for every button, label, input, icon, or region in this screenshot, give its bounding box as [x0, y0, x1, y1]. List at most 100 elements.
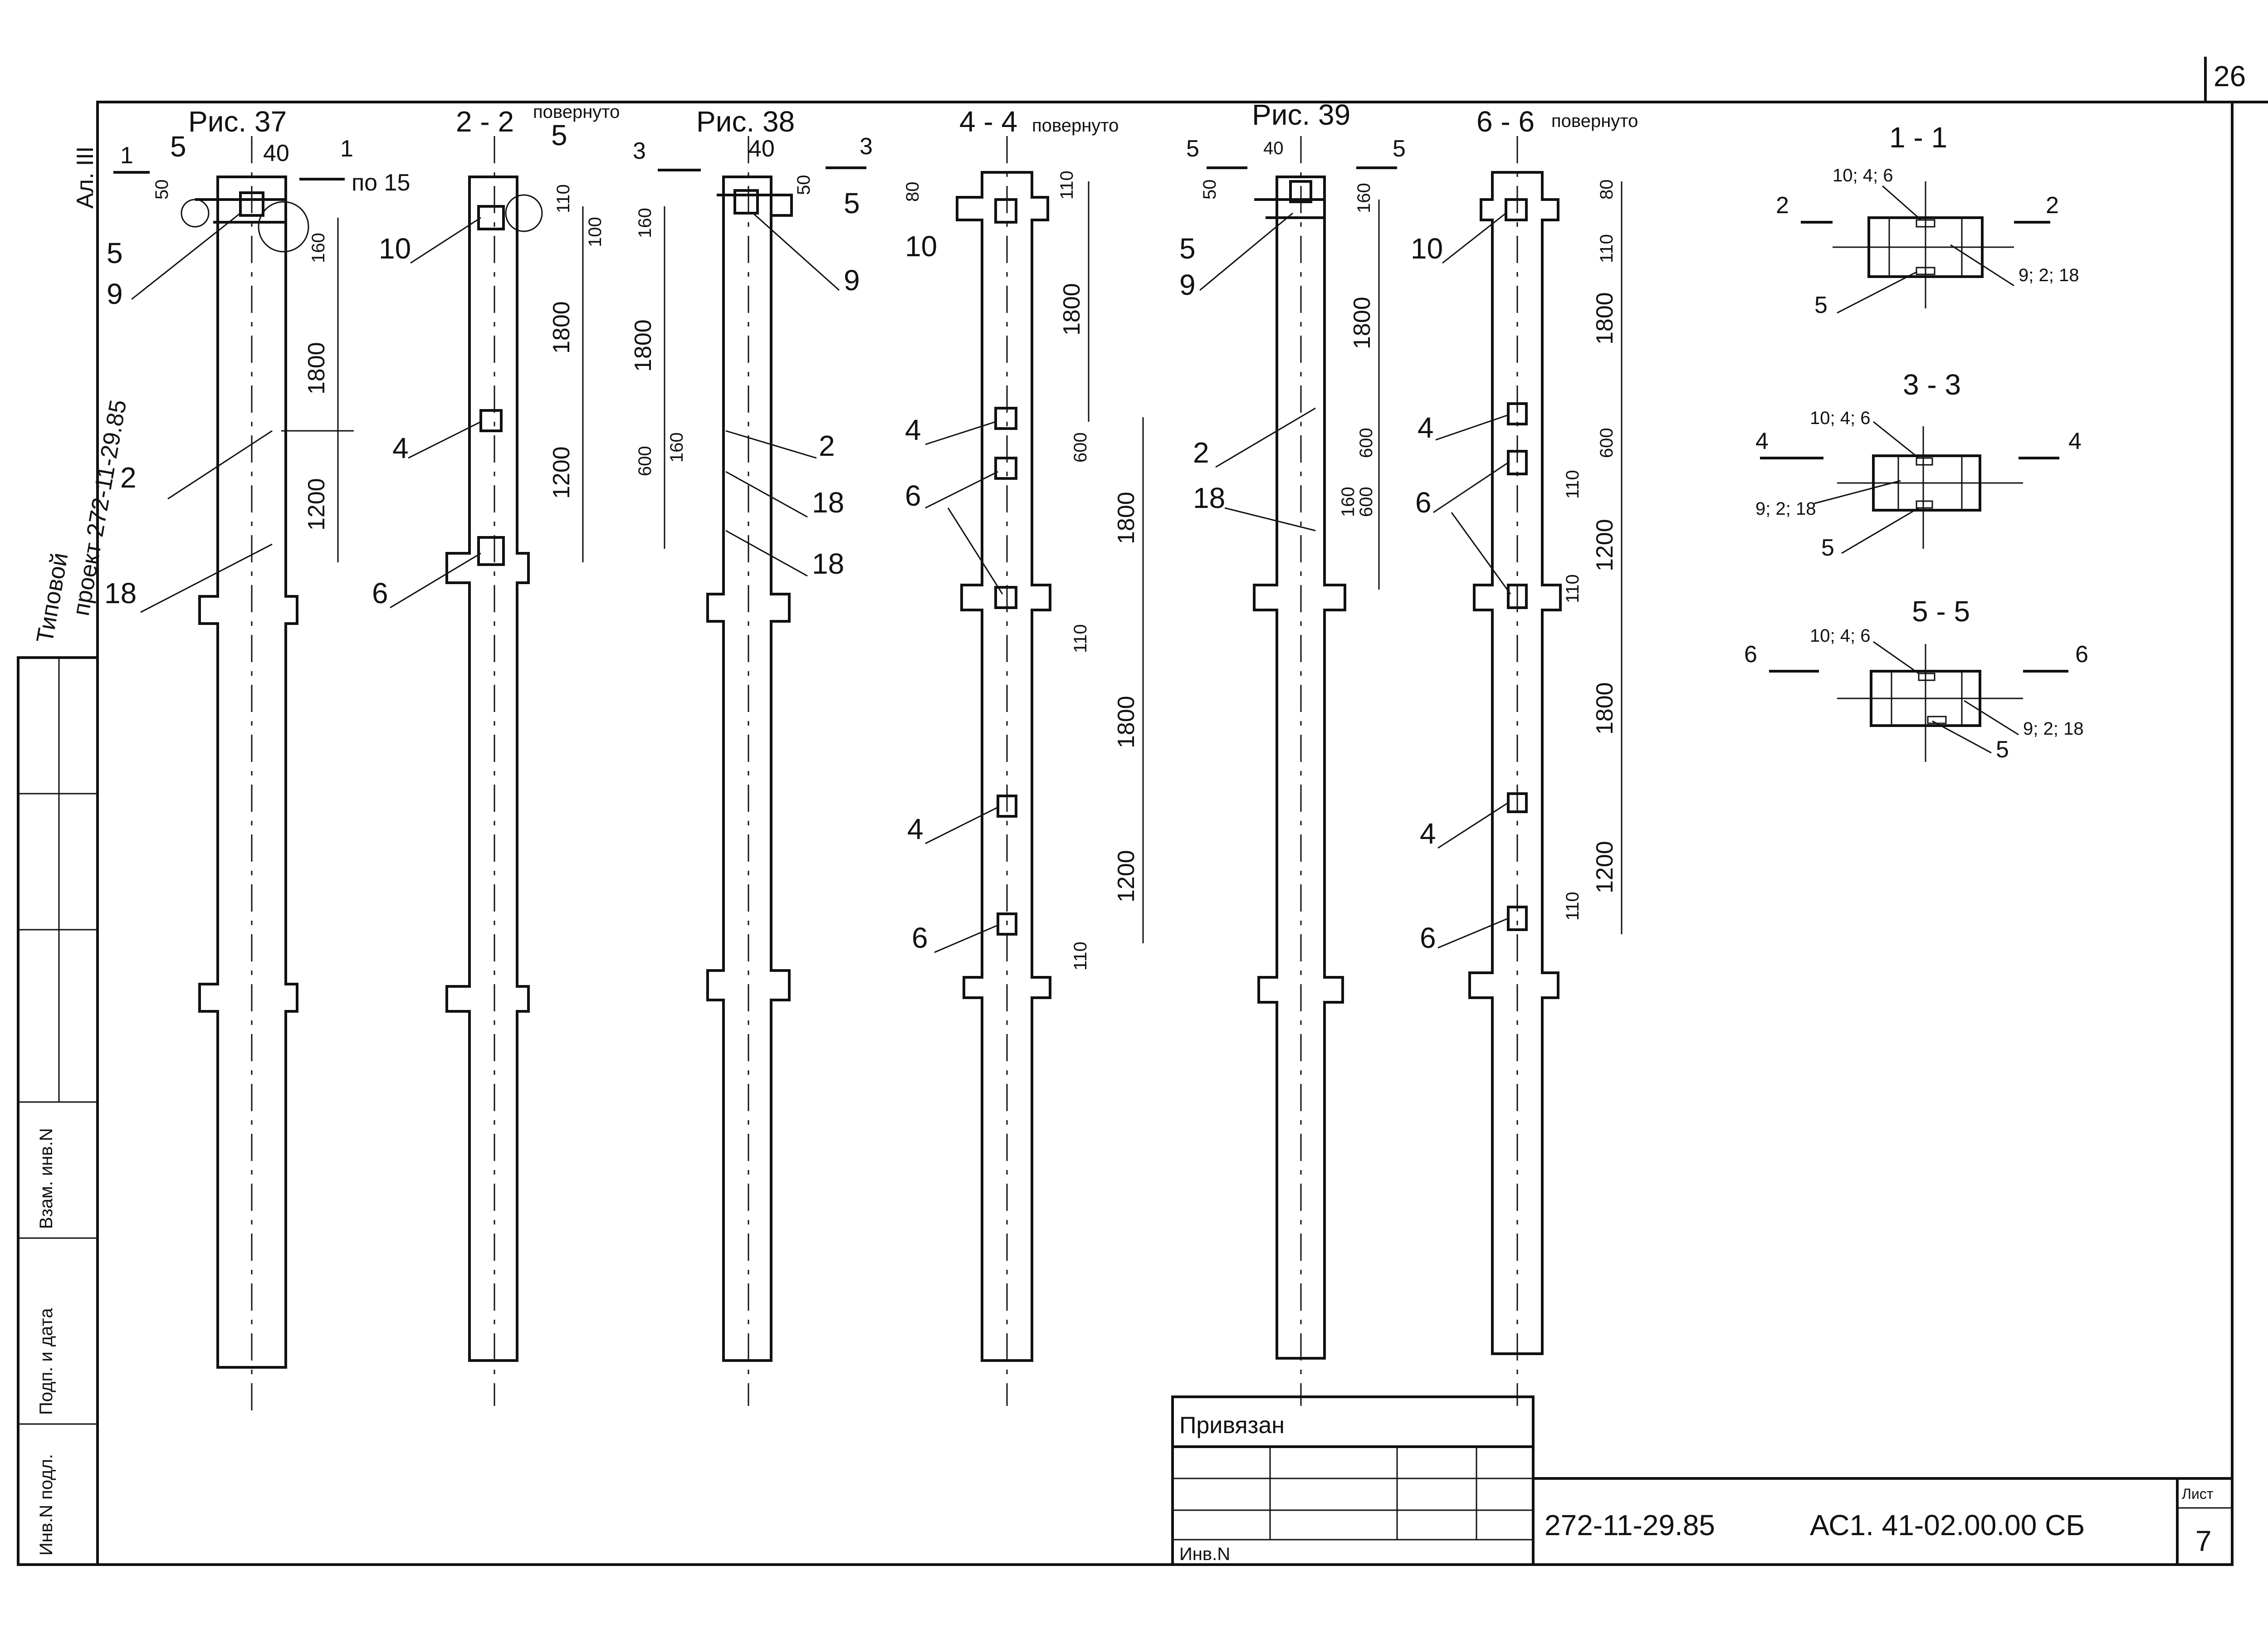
dim-1800-d3: 1800 — [1113, 696, 1139, 748]
dim-110-d: 110 — [1057, 171, 1077, 200]
detail-1-1-side: 9; 2; 18 — [2019, 265, 2079, 285]
detail-3-3-right: 4 — [2068, 428, 2082, 454]
stamp-cell-inv: Инв.N подл. — [36, 1454, 56, 1556]
dim-1800-e: 1800 — [1349, 297, 1375, 349]
stamp-cell-sign: Подп. и дата — [36, 1308, 56, 1415]
detail-5-5-right: 6 — [2075, 641, 2088, 668]
dim-600-e: 600 — [1356, 428, 1376, 458]
section-2-2-title: 2 - 2 — [456, 105, 514, 138]
dim-600-c: 600 — [635, 446, 655, 476]
title-block-project-code: 272-11-29.85 — [1545, 1509, 1715, 1541]
callout-6-b: 6 — [372, 577, 388, 610]
title-block-inv-no: Инв.N — [1179, 1544, 1230, 1564]
dim-1200-f2: 1200 — [1592, 841, 1618, 893]
section-6-6-column-f — [1468, 136, 1562, 1406]
dim-1200-d: 1200 — [1113, 850, 1139, 902]
dim-50-e: 50 — [1200, 180, 1220, 200]
dim-160-c2: 160 — [667, 432, 687, 463]
section-4-4-title: 4 - 4 — [959, 105, 1017, 138]
section-2-2-column-b — [445, 136, 543, 1406]
detail-3-3-top: 10; 4; 6 — [1810, 408, 1870, 428]
detail-5-5-left: 6 — [1744, 641, 1757, 668]
detail-1-1-bottom: 5 — [1814, 292, 1828, 318]
section-marker-3-left: 3 — [633, 138, 646, 164]
callout-2-c: 2 — [819, 429, 835, 462]
dim-600-d: 600 — [1070, 432, 1090, 463]
detail-3-3-left: 4 — [1755, 428, 1769, 454]
dim-110-f2: 110 — [1563, 470, 1583, 499]
section-marker-5-left: 5 — [1186, 136, 1199, 162]
callout-10-f: 10 — [1411, 232, 1443, 265]
callout-10-d: 10 — [905, 230, 937, 263]
dim-600-e2: 600 — [1356, 487, 1376, 517]
dim-50-a: 50 — [152, 180, 172, 200]
section-4-4-column-d — [956, 136, 1051, 1406]
detail-1-1-top: 10; 4; 6 — [1833, 166, 1893, 185]
callout-5-a2: 5 — [107, 237, 123, 269]
callout-18-c2: 18 — [812, 547, 844, 580]
detail-5-5-side: 9; 2; 18 — [2023, 719, 2083, 739]
section-2-2-note: повернуто — [533, 102, 620, 122]
callout-4-b: 4 — [392, 432, 409, 464]
callout-10-b: 10 — [379, 232, 411, 265]
detail-section-3-3 — [1760, 426, 2059, 549]
callout-9-e: 9 — [1179, 268, 1196, 301]
project-title: Типовой — [32, 551, 73, 645]
dim-1800-f: 1800 — [1592, 292, 1618, 345]
dim-1200-b: 1200 — [548, 446, 575, 499]
dim-110-d2: 110 — [1070, 624, 1090, 653]
dim-80-f: 80 — [1597, 180, 1617, 200]
figure-37-title: Рис. 37 — [188, 105, 287, 138]
dim-1800-d2: 1800 — [1113, 492, 1139, 544]
dim-110-b: 110 — [553, 184, 573, 213]
section-6-6-title: 6 - 6 — [1476, 105, 1535, 138]
detail-section-1-1 — [1801, 181, 2050, 308]
detail-5-5-top: 10; 4; 6 — [1810, 626, 1870, 646]
title-block-sheet-value: 7 — [2195, 1525, 2212, 1557]
callout-4-d: 4 — [905, 414, 921, 446]
figure-39-column-e — [1253, 136, 1346, 1406]
dim-50-c: 50 — [794, 175, 814, 195]
callout-6-f: 6 — [1415, 486, 1432, 519]
callout-18-e: 18 — [1193, 482, 1225, 514]
title-block-sheet-label: Лист — [2182, 1486, 2214, 1502]
dim-40-e: 40 — [1263, 138, 1284, 158]
callout-5-a: 5 — [170, 130, 186, 163]
callout-6-d2: 6 — [912, 922, 928, 954]
dim-1800-a: 1800 — [303, 342, 330, 395]
dim-1800-d: 1800 — [1059, 283, 1085, 336]
dim-1800-b: 1800 — [548, 301, 575, 354]
detail-3-3-bottom: 5 — [1821, 535, 1834, 561]
dim-160-e2: 160 — [1338, 487, 1358, 517]
detail-3-3-side: 9; 2; 18 — [1755, 499, 1816, 519]
figure-38-title: Рис. 38 — [696, 105, 795, 138]
dim-80-d: 80 — [903, 182, 923, 202]
detail-5-5-title: 5 - 5 — [1912, 595, 1970, 628]
title-block-linked: Привязан — [1179, 1412, 1285, 1439]
section-marker-1-note: по 15 — [352, 170, 410, 196]
dim-40-a: 40 — [263, 140, 289, 166]
dim-110-f: 110 — [1597, 234, 1617, 263]
callout-5-e: 5 — [1179, 232, 1196, 265]
sheet-frame — [96, 101, 2234, 1566]
dim-1200-a: 1200 — [303, 478, 330, 531]
section-marker-1-left: 1 — [120, 142, 133, 169]
callout-5-c: 5 — [844, 187, 860, 219]
dim-110-f4: 110 — [1563, 892, 1583, 921]
figure-38-column-c — [706, 136, 793, 1406]
dim-600-f: 600 — [1597, 428, 1617, 458]
callout-4-f2: 4 — [1420, 817, 1436, 850]
detail-1-1-title: 1 - 1 — [1889, 121, 1947, 154]
detail-1-1-right: 2 — [2046, 192, 2059, 219]
callout-9-c: 9 — [844, 264, 860, 297]
section-marker-3-right: 3 — [860, 133, 873, 160]
dim-1200-f: 1200 — [1592, 519, 1618, 571]
dim-160-e: 160 — [1354, 183, 1374, 213]
dim-110-d3: 110 — [1070, 941, 1090, 971]
callout-9-a: 9 — [107, 278, 123, 310]
callout-4-f: 4 — [1418, 411, 1434, 444]
dim-160-a: 160 — [308, 233, 328, 263]
detail-5-5-bottom: 5 — [1996, 737, 2009, 763]
dim-100-b: 100 — [585, 217, 605, 247]
